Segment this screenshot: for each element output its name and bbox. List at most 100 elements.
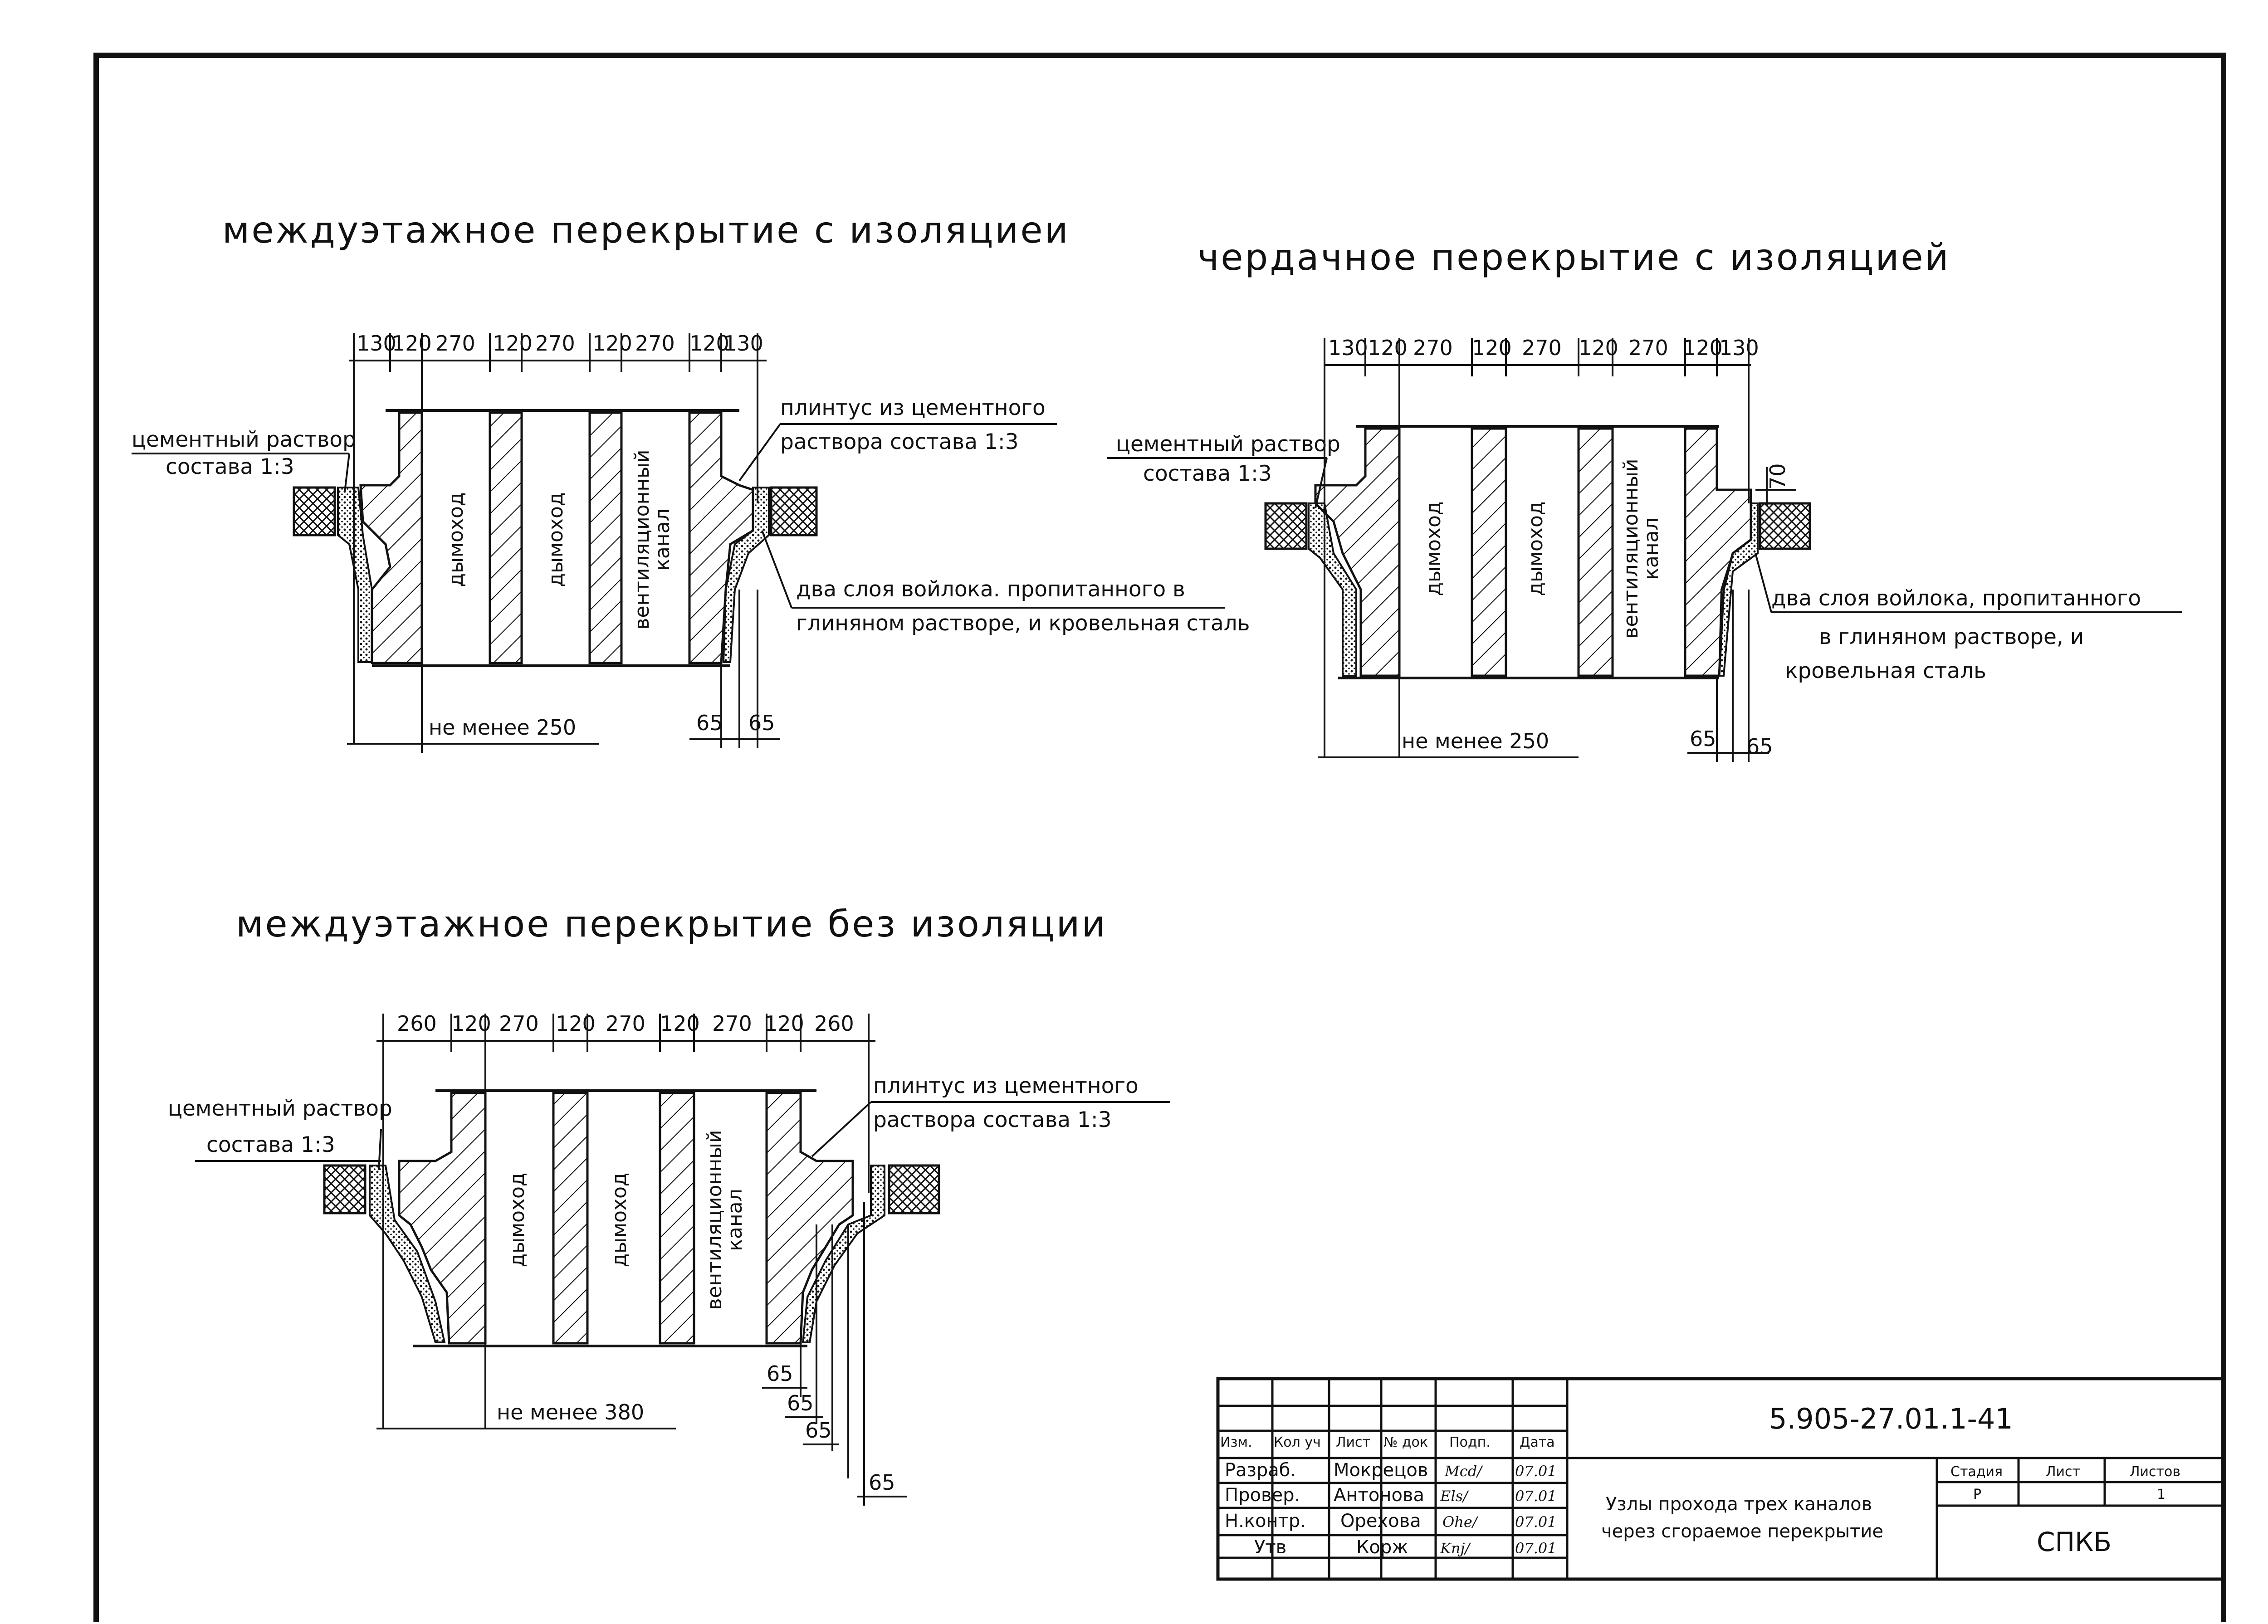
- stage-value: Р: [1973, 1487, 1981, 1502]
- felt-layer: [337, 487, 373, 663]
- dim-label: 120: [392, 331, 432, 356]
- dim-label: 270: [1413, 336, 1453, 360]
- dim-label: 120: [592, 331, 632, 356]
- leader-line: [378, 1129, 382, 1170]
- side-dim-label: 65: [767, 1361, 793, 1386]
- side-dim-lines: [1687, 590, 1769, 762]
- side-dim-lines: [689, 590, 780, 748]
- header-cell: Дата: [1520, 1434, 1555, 1450]
- partition-wall: [552, 1092, 589, 1345]
- dim-label: 270: [1522, 336, 1562, 360]
- masonry-left: [359, 411, 423, 664]
- stage-header: Листов: [2130, 1464, 2180, 1480]
- drawing-title: междуэтажное перекрытие с изоляциеи: [222, 209, 1070, 251]
- date-cell: 07.01: [1515, 1463, 1557, 1480]
- leader-line: [738, 423, 781, 482]
- document-code: 5.905-27.01.1-41: [1769, 1402, 2013, 1435]
- partition-wall: [1471, 427, 1507, 677]
- drawing-title: чердачное перекрытие с изоляцией: [1198, 236, 1950, 278]
- drawing-floor-uninsulated: междуэтажное перекрытие без изоляции 260…: [168, 903, 1170, 1506]
- name-cell: Антонова: [1334, 1485, 1424, 1506]
- plinth-label: плинтус из цементного: [780, 395, 1046, 420]
- channel-label: дымоход: [608, 1173, 631, 1268]
- date-cell: 07.01: [1515, 1513, 1557, 1531]
- title-block: Изм. Кол уч Лист № док Подп. Дата Разраб…: [1216, 1377, 2225, 1581]
- side-dim-label: 65: [787, 1391, 814, 1415]
- date-cell: 07.01: [1515, 1487, 1557, 1505]
- dim-label: 260: [397, 1011, 437, 1036]
- channel-label: вентиляционный: [631, 450, 654, 630]
- dim-label: 120: [451, 1011, 491, 1036]
- channel-label: дымоход: [1524, 502, 1547, 596]
- drawing-floor-insulated: междуэтажное перекрытие с изоляциеи 130 …: [132, 209, 1250, 753]
- side-dim-label: 65: [1746, 734, 1773, 759]
- dim-label: 120: [1579, 336, 1618, 360]
- masonry-left: [398, 1092, 487, 1345]
- side-dim-label: 65: [696, 711, 723, 735]
- leader-line: [761, 530, 792, 608]
- mortar-label: цементный раствор: [132, 427, 356, 452]
- dim-label: 270: [435, 331, 475, 356]
- dim-label: 130: [723, 331, 763, 356]
- sheet-frame: [93, 53, 2226, 1624]
- side-dim-lines: [762, 1202, 907, 1506]
- dim-label: 270: [1628, 336, 1668, 360]
- title-block-frame: [1216, 1377, 2225, 1581]
- header-cell: Кол уч: [1274, 1434, 1321, 1450]
- insulation-block: [293, 486, 336, 536]
- name-cell: Мокрецов: [1334, 1460, 1428, 1481]
- leader-line: [811, 1101, 872, 1157]
- drawing-title: междуэтажное перекрытие без изоляции: [236, 903, 1107, 945]
- felt-layer: [1718, 502, 1759, 677]
- mortar-label: состава 1:3: [1143, 461, 1272, 486]
- channel-label: канал: [1640, 517, 1663, 580]
- plinth-label: плинтус из цементного: [873, 1073, 1139, 1098]
- side-dim-label: 65: [805, 1418, 832, 1443]
- dim-label: 120: [1368, 336, 1408, 360]
- leader-line: [1315, 458, 1328, 508]
- felt-label: в глиняном растворе, и: [1819, 624, 2084, 649]
- role-cell: Разраб.: [1225, 1460, 1296, 1481]
- partition-wall: [489, 411, 523, 664]
- header-cell: Лист: [1336, 1434, 1370, 1450]
- channel-label: дымоход: [544, 493, 567, 587]
- channel-label: вентиляционный: [703, 1130, 726, 1310]
- organization: СПКБ: [2037, 1526, 2112, 1557]
- felt-layer: [369, 1165, 446, 1343]
- insulation-block: [770, 486, 818, 536]
- dim-label: 120: [556, 1011, 596, 1036]
- side-dim-label: 65: [748, 711, 775, 735]
- channel-label: канал: [651, 508, 674, 571]
- role-cell: Провер.: [1225, 1485, 1300, 1506]
- dim-label: 130: [1328, 336, 1368, 360]
- dim-label: 120: [1472, 336, 1512, 360]
- side-dim-label: 65: [1690, 727, 1716, 751]
- insulation-block: [1264, 502, 1308, 550]
- signature: Mcd/: [1444, 1463, 1483, 1480]
- partition-wall: [1577, 427, 1614, 677]
- channel-label: дымоход: [506, 1173, 529, 1268]
- dim-label: 270: [499, 1011, 539, 1036]
- dim-label: 270: [712, 1011, 752, 1036]
- felt-layer: [1308, 502, 1357, 677]
- channel-label: вентиляционный: [1619, 459, 1642, 639]
- dim-label: 70: [1765, 463, 1790, 490]
- min-dim-label: не менее 380: [497, 1400, 644, 1424]
- min-dim-label: не менее 250: [1402, 729, 1549, 753]
- dim-label: 270: [606, 1011, 645, 1036]
- insulation-block: [1759, 502, 1811, 550]
- header-cell: № док: [1383, 1434, 1428, 1450]
- name-cell: Корж: [1356, 1537, 1408, 1558]
- dim-label: 270: [535, 331, 575, 356]
- mortar-label: цементный раствор: [168, 1096, 392, 1121]
- header-cell: Изм.: [1220, 1434, 1252, 1450]
- name-cell: Орехова: [1340, 1511, 1421, 1531]
- mortar-label: состава 1:3: [206, 1132, 335, 1157]
- masonry-left: [1314, 427, 1401, 677]
- dim-label: 120: [1683, 336, 1723, 360]
- channel-label: дымоход: [1422, 502, 1445, 596]
- mortar-label: цементный раствор: [1116, 432, 1340, 457]
- dim-label: 120: [493, 331, 533, 356]
- leader-line: [344, 453, 350, 493]
- felt-label: кровельная сталь: [1785, 658, 1986, 683]
